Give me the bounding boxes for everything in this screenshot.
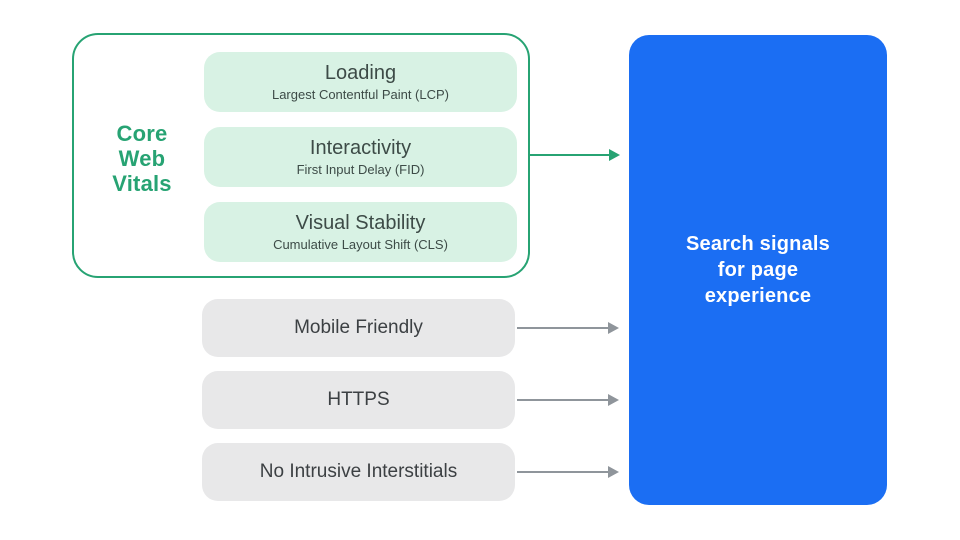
cwv-pill-interactivity: Interactivity First Input Delay (FID) [204,127,517,187]
cwv-pill-title: Visual Stability [295,212,426,234]
search-signals-label-line: experience [704,285,812,307]
search-signals-label: Search signals for page experience [686,231,830,309]
search-signals-label-line: Search signals [686,233,830,255]
cwv-pill-subtitle: Cumulative Layout Shift (CLS) [273,237,448,252]
signal-pill-label: Mobile Friendly [294,317,423,338]
core-web-vitals-label-line: Web [118,146,166,171]
signal-pill-label: No Intrusive Interstitials [259,461,458,482]
cwv-pill-title: Loading [324,62,397,84]
no-intrusive-interstitials-arrow-icon [517,471,609,473]
cwv-pill-subtitle: First Input Delay (FID) [296,162,425,177]
signal-pill-no-intrusive-interstitials: No Intrusive Interstitials [202,443,515,501]
core-web-vitals-label-line: Core [116,121,168,146]
signal-pill-https: HTTPS [202,371,515,429]
core-web-vitals-group: Core Web Vitals Loading Largest Contentf… [72,33,530,278]
mobile-friendly-arrow-icon [517,327,609,329]
cwv-pill-visual-stability: Visual Stability Cumulative Layout Shift… [204,202,517,262]
https-arrow-icon [517,399,609,401]
cwv-pill-loading: Loading Largest Contentful Paint (LCP) [204,52,517,112]
signal-pill-mobile-friendly: Mobile Friendly [202,299,515,357]
core-web-vitals-label-line: Vitals [112,171,172,196]
core-web-vitals-label: Core Web Vitals [84,121,200,196]
signal-pill-label: HTTPS [327,389,390,410]
core-web-vitals-arrow-icon [530,154,610,156]
cwv-pill-title: Interactivity [309,137,412,159]
search-signals-label-line: for page [717,259,799,281]
search-signals-box: Search signals for page experience [629,35,887,505]
cwv-pill-subtitle: Largest Contentful Paint (LCP) [271,87,450,102]
